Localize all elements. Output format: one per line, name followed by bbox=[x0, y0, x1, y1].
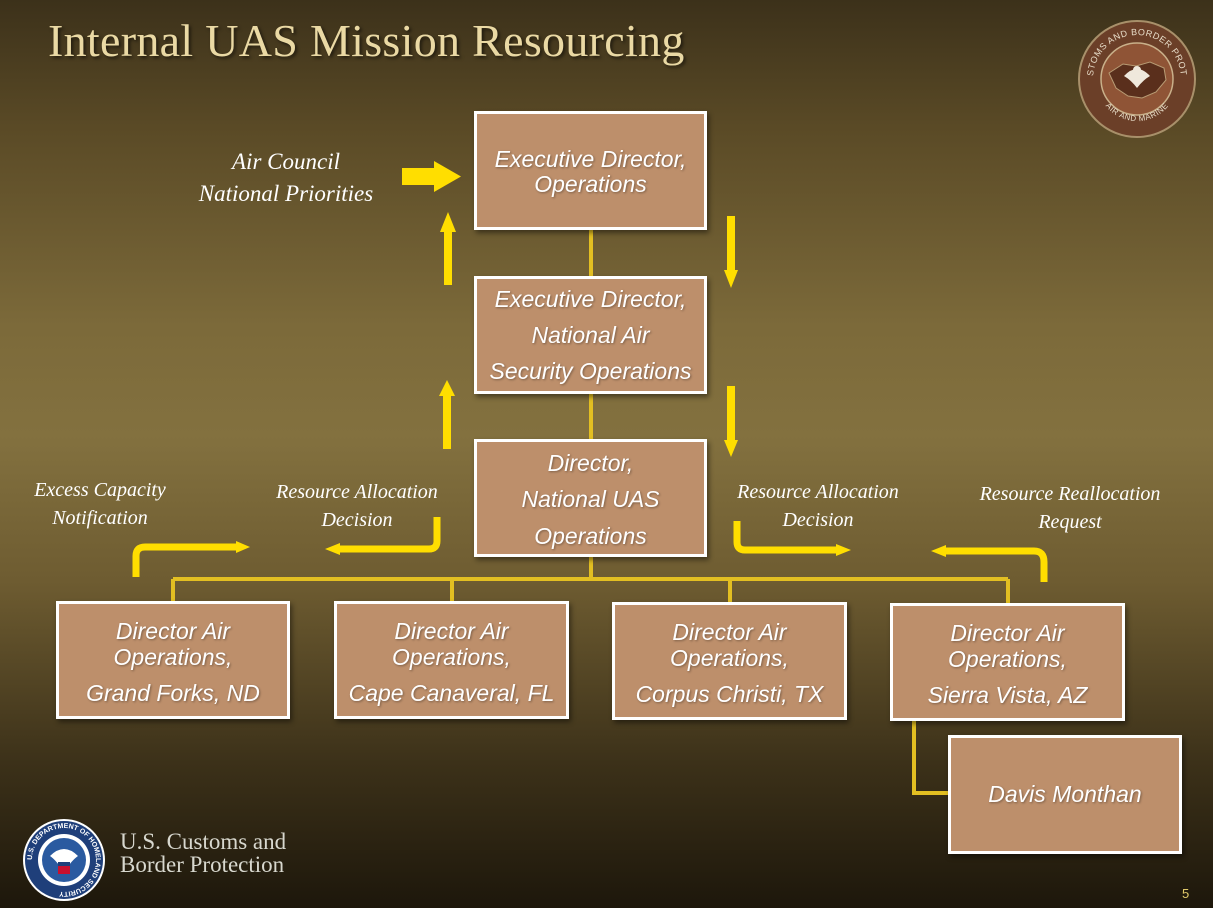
dhs-seal-icon: U.S. DEPARTMENT OF HOMELAND SECURITY bbox=[22, 818, 106, 902]
box-executive-director-nasa: Executive Director, National Air Securit… bbox=[474, 276, 707, 394]
arrow-down-right-upper-icon bbox=[724, 216, 738, 288]
arrow-excess-capacity-icon bbox=[132, 543, 238, 577]
arrow-up-left-upper-icon bbox=[440, 212, 456, 285]
arrowhead-alloc-right bbox=[836, 544, 851, 556]
box-line: Operations, bbox=[392, 644, 511, 670]
box-cape-canaveral: Director Air Operations, Cape Canaveral,… bbox=[334, 601, 569, 719]
box-davis-monthan: Davis Monthan bbox=[948, 735, 1182, 854]
annotation-line: Request bbox=[1038, 511, 1102, 533]
box-line: Director Air bbox=[394, 618, 509, 644]
annotation-line: Notification bbox=[52, 507, 148, 529]
amo-seal-icon: U.S. CUSTOMS AND BORDER PROTECTION AIR A… bbox=[1072, 10, 1198, 140]
box-line: Sierra Vista, AZ bbox=[927, 682, 1088, 708]
arrowhead-excess-capacity bbox=[236, 541, 250, 553]
box-executive-director-operations: Executive Director, Operations bbox=[474, 111, 707, 230]
box-line: Director, bbox=[547, 450, 634, 476]
box-line: Director Air bbox=[672, 619, 787, 645]
box-director-national-uas: Director, National UAS Operations bbox=[474, 439, 707, 557]
box-line: Operations bbox=[534, 171, 647, 197]
box-line: Director Air bbox=[950, 620, 1065, 646]
box-line: Security Operations bbox=[489, 358, 692, 384]
box-line: National UAS bbox=[521, 486, 660, 512]
box-line: Corpus Christi, TX bbox=[635, 681, 824, 707]
annotation-line: Excess Capacity bbox=[34, 479, 166, 501]
box-line: National Air bbox=[531, 322, 650, 348]
box-line: Grand Forks, ND bbox=[86, 680, 260, 706]
annotation-excess-capacity: Excess Capacity Notification bbox=[10, 476, 190, 532]
org-name: U.S. Customs and Border Protection bbox=[120, 830, 286, 876]
arrow-realloc-icon bbox=[944, 547, 1048, 582]
connector-sierra-vista-to-davis-monthan bbox=[912, 719, 950, 795]
arrowhead-alloc-left bbox=[325, 543, 340, 555]
annotation-resource-allocation-left: Resource Allocation Decision bbox=[252, 478, 462, 534]
box-line: Director Air bbox=[115, 618, 231, 644]
box-sierra-vista: Director Air Operations, Sierra Vista, A… bbox=[890, 603, 1125, 721]
arrowhead-realloc bbox=[931, 545, 946, 557]
arrow-up-left-lower-icon bbox=[439, 380, 455, 449]
org-name-line1: U.S. Customs and bbox=[120, 829, 287, 854]
box-line: Operations, bbox=[948, 646, 1067, 672]
org-name-line2: Border Protection bbox=[120, 852, 285, 877]
arrow-air-council-right-icon bbox=[402, 161, 461, 192]
arrow-alloc-right-icon bbox=[733, 521, 838, 554]
page-number: 5 bbox=[1182, 886, 1190, 901]
annotation-resource-reallocation: Resource Reallocation Request bbox=[954, 480, 1186, 536]
annotation-line: National Priorities bbox=[198, 181, 374, 206]
annotation-line: Decision bbox=[321, 509, 393, 531]
box-line: Davis Monthan bbox=[988, 781, 1142, 807]
annotation-resource-allocation-right: Resource Allocation Decision bbox=[713, 478, 923, 534]
box-line: Operations, bbox=[113, 644, 233, 670]
box-line: Executive Director, bbox=[494, 286, 687, 312]
annotation-air-council: Air Council National Priorities bbox=[176, 146, 396, 210]
slide-title: Internal UAS Mission Resourcing bbox=[48, 15, 685, 66]
annotation-line: Decision bbox=[782, 509, 854, 531]
annotation-line: Resource Allocation bbox=[737, 481, 899, 503]
box-grand-forks: Director Air Operations, Grand Forks, ND bbox=[56, 601, 290, 719]
annotation-line: Resource Allocation bbox=[276, 481, 438, 503]
box-line: Operations, bbox=[670, 645, 789, 671]
annotation-line: Air Council bbox=[232, 149, 340, 174]
box-line: Operations bbox=[534, 523, 647, 549]
arrow-alloc-left-icon bbox=[338, 517, 441, 553]
annotation-line: Resource Reallocation bbox=[979, 483, 1161, 505]
box-line: Executive Director, bbox=[494, 146, 687, 172]
arrow-down-right-lower-icon bbox=[724, 386, 738, 457]
box-line: Cape Canaveral, FL bbox=[348, 680, 555, 706]
box-corpus-christi: Director Air Operations, Corpus Christi,… bbox=[612, 602, 847, 720]
